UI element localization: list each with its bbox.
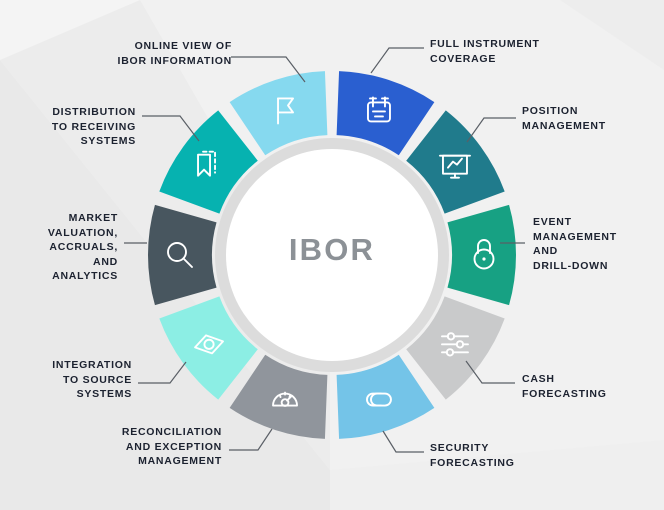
wheel-segment-full-instrument-coverage[interactable] bbox=[159, 110, 258, 214]
label-position-management: POSITION MANAGEMENT bbox=[522, 105, 606, 132]
calendar-icon bbox=[367, 96, 391, 123]
leader-distribution bbox=[142, 115, 200, 142]
wheel-segment-cash-forecasting[interactable] bbox=[406, 110, 505, 214]
label-distribution-to-receiving-systems: DISTRIBUTION TO RECEIVING SYSTEMS bbox=[51, 106, 136, 147]
label-event-management-and-drill-down: EVENT MANAGEMENT AND DRILL-DOWN bbox=[533, 216, 617, 272]
label-full-instrument-coverage: FULL INSTRUMENT COVERAGE bbox=[430, 38, 540, 65]
leader-reconciliation bbox=[229, 428, 273, 451]
label-reconciliation-and-exception-management: RECONCILIATION AND EXCEPTION MANAGEMENT bbox=[121, 426, 222, 467]
center-circle bbox=[226, 149, 438, 361]
wheel-segment-online-view-of-ibor-information[interactable] bbox=[147, 204, 217, 306]
sliders-icon bbox=[441, 332, 469, 357]
wheel-segment-integration-to-source-systems[interactable] bbox=[336, 354, 435, 439]
leader-position bbox=[466, 117, 516, 143]
leader-full-instrument bbox=[370, 47, 424, 74]
label-cash-forecasting: CASH FORECASTING bbox=[522, 373, 607, 400]
leader-online-view bbox=[231, 56, 306, 83]
leader-security bbox=[382, 430, 424, 453]
label-market-valuation-accruals-and-analytics: MARKET VALUATION, ACCRUALS, AND ANALYTIC… bbox=[47, 212, 118, 282]
lock-icon bbox=[473, 239, 495, 270]
leader-integration bbox=[138, 361, 187, 384]
search-icon bbox=[167, 242, 193, 268]
link-icon bbox=[366, 392, 392, 407]
wheel-segment-event-management-and-drill-down[interactable] bbox=[336, 71, 435, 156]
center-label: IBOR bbox=[288, 232, 376, 267]
wheel-segment-market-valuation-accruals-and-analytics[interactable] bbox=[229, 354, 328, 439]
eye-icon bbox=[194, 334, 224, 355]
presentation-chart-icon bbox=[439, 154, 471, 179]
flag-icon bbox=[277, 97, 294, 125]
wheel-segment-security-forecasting[interactable] bbox=[447, 204, 516, 306]
gauge-icon bbox=[272, 391, 298, 407]
label-integration-to-source-systems: INTEGRATION TO SOURCE SYSTEMS bbox=[52, 359, 132, 400]
leader-cash bbox=[465, 360, 515, 384]
wheel-segment-reconciliation-and-exception-management[interactable] bbox=[406, 296, 505, 400]
label-online-view-of-ibor-information: ONLINE VIEW OF IBOR INFORMATION bbox=[117, 40, 232, 67]
label-security-forecasting: SECURITY FORECASTING bbox=[430, 442, 515, 469]
bookmark-icon bbox=[197, 150, 216, 177]
